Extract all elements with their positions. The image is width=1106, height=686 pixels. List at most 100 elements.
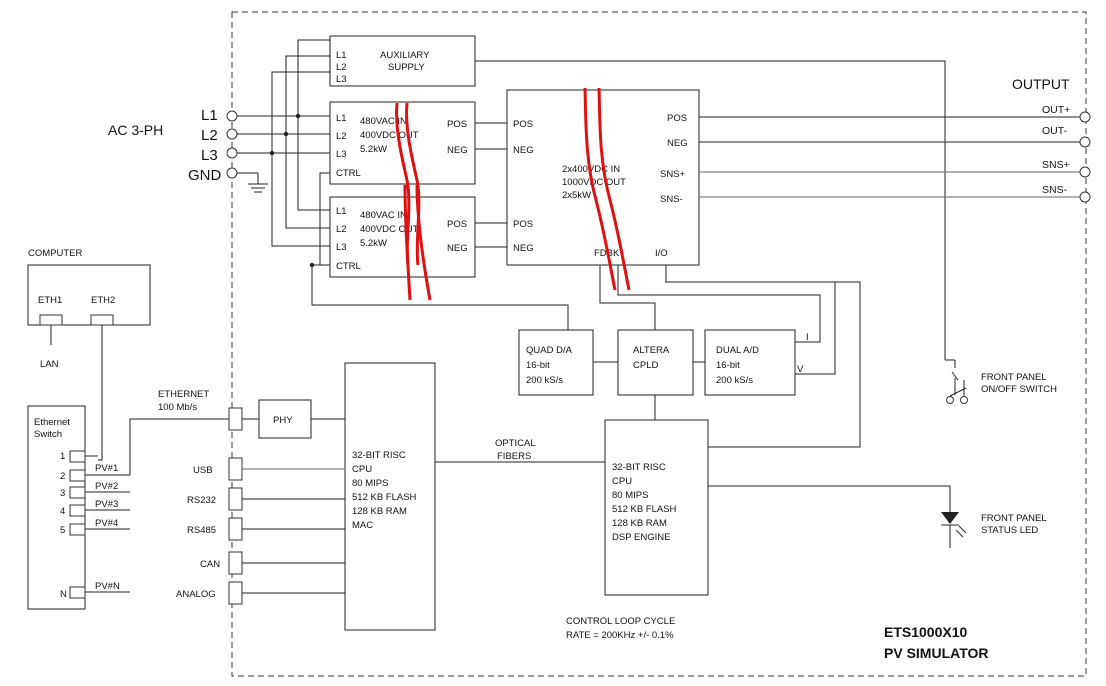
svg-text:400VDC OUT: 400VDC OUT [360, 224, 419, 235]
svg-text:4: 4 [60, 506, 65, 517]
aux-output-line [475, 60, 946, 360]
svg-text:16-bit: 16-bit [716, 360, 740, 371]
svg-text:L3: L3 [336, 242, 347, 253]
svg-text:NEG: NEG [447, 145, 468, 156]
svg-text:CTRL: CTRL [336, 168, 361, 179]
altera-cpld-box: ALTERA CPLD [617, 329, 694, 396]
pv2-label: PV#2 [95, 481, 118, 492]
svg-text:NEG: NEG [447, 243, 468, 254]
svg-text:ETH1: ETH1 [38, 295, 62, 306]
l2-label: L2 [201, 127, 218, 144]
svg-text:80 MIPS: 80 MIPS [352, 478, 388, 489]
rectifier-1-box: L1 L2 L3 CTRL 480VAC IN 400VDC OUT 5.2kW… [329, 101, 476, 185]
on-off-switch-symbol [945, 359, 968, 404]
pv1-label: PV#1 [95, 463, 118, 474]
pvn-label: PV#N [95, 581, 120, 592]
svg-text:128 KB RAM: 128 KB RAM [352, 506, 407, 517]
svg-text:32-BIT RISC: 32-BIT RISC [352, 450, 406, 461]
product-subtitle: PV SIMULATOR [884, 645, 989, 661]
can-label: CAN [200, 559, 220, 570]
l3-label: L3 [201, 147, 218, 164]
phy-box: PHY [258, 399, 312, 439]
product-name: ETS1000X10 [884, 624, 967, 640]
svg-text:DSP ENGINE: DSP ENGINE [612, 532, 670, 543]
svg-text:200 kS/s: 200 kS/s [716, 375, 753, 386]
control-loop-line-2: RATE = 200KHz +/- 0.1% [566, 630, 674, 641]
computer-box: ETH1 ETH2 [27, 264, 151, 326]
enclosure-border [231, 11, 1087, 677]
switch-label-1: FRONT PANEL [981, 372, 1047, 383]
svg-text:L3: L3 [336, 149, 347, 160]
svg-text:ETH2: ETH2 [91, 295, 115, 306]
svg-text:2: 2 [60, 471, 65, 482]
svg-text:512 KB FLASH: 512 KB FLASH [352, 492, 417, 503]
svg-text:MAC: MAC [352, 520, 373, 531]
output-out-plus: OUT+ [1042, 104, 1070, 116]
svg-text:POS: POS [513, 119, 533, 130]
svg-text:DUAL A/D: DUAL A/D [716, 345, 759, 356]
input-terminals [226, 110, 238, 179]
svg-text:L1: L1 [336, 206, 347, 217]
svg-text:200 kS/s: 200 kS/s [526, 375, 563, 386]
svg-text:L3: L3 [336, 74, 347, 85]
svg-text:POS: POS [447, 219, 467, 230]
svg-text:CPU: CPU [352, 464, 372, 475]
svg-text:N: N [60, 589, 67, 600]
svg-text:NEG: NEG [667, 138, 688, 149]
svg-text:L2: L2 [336, 62, 347, 73]
dsp-cpu-box: 32-BIT RISC CPU 80 MIPS 512 KB FLASH 128… [604, 419, 709, 596]
output-sns-plus: SNS+ [1042, 159, 1070, 171]
feedback-wiring [593, 265, 861, 448]
i-signal-label: I [806, 332, 809, 343]
svg-text:L2: L2 [336, 131, 347, 142]
svg-text:16-bit: 16-bit [526, 360, 550, 371]
rectifier-2-box: L1 L2 L3 CTRL 480VAC IN 400VDC OUT 5.2kW… [329, 196, 476, 278]
svg-text:5.2kW: 5.2kW [360, 144, 387, 155]
interface-ports [228, 407, 345, 605]
svg-text:400VDC OUT: 400VDC OUT [360, 130, 419, 141]
svg-text:128 KB RAM: 128 KB RAM [612, 518, 667, 529]
gnd-label: GND [188, 167, 222, 184]
svg-text:1000VDC OUT: 1000VDC OUT [562, 177, 626, 188]
output-wiring [699, 111, 1091, 203]
mac-cpu-box: 32-BIT RISC CPU 80 MIPS 512 KB FLASH 128… [344, 362, 436, 631]
svg-text:SNS-: SNS- [660, 194, 683, 205]
svg-text:Switch: Switch [34, 429, 62, 440]
svg-text:CPLD: CPLD [633, 360, 658, 371]
dcdc-converter-box: POS NEG POS NEG 2x400VDC IN 1000VDC OUT … [506, 89, 700, 266]
svg-text:QUAD D/A: QUAD D/A [526, 345, 573, 356]
analog-label: ANALOG [176, 589, 216, 600]
svg-text:480VAC IN: 480VAC IN [360, 116, 407, 127]
usb-label: USB [193, 465, 213, 476]
svg-text:SUPPLY: SUPPLY [388, 62, 425, 73]
svg-text:NEG: NEG [513, 243, 534, 254]
computer-title: COMPUTER [28, 248, 83, 259]
switch-label-2: ON/OFF SWITCH [981, 384, 1057, 395]
svg-text:SNS+: SNS+ [660, 169, 686, 180]
led-label-2: STATUS LED [981, 525, 1038, 536]
pv4-label: PV#4 [95, 518, 118, 529]
output-sns-minus: SNS- [1042, 184, 1068, 196]
svg-text:CTRL: CTRL [336, 261, 361, 272]
svg-text:L2: L2 [336, 224, 347, 235]
svg-text:POS: POS [447, 119, 467, 130]
svg-text:ALTERA: ALTERA [633, 345, 670, 356]
svg-text:L1: L1 [336, 50, 347, 61]
svg-text:5: 5 [60, 525, 65, 536]
dc-bus-wiring [475, 122, 508, 248]
pv3-label: PV#3 [95, 499, 118, 510]
rs485-label: RS485 [187, 525, 216, 536]
svg-text:1: 1 [60, 451, 65, 462]
ac-label: AC 3-PH [108, 122, 163, 138]
switch-port-wiring [85, 418, 229, 593]
svg-text:2x5kW: 2x5kW [562, 190, 591, 201]
optical-label-1: OPTICAL [495, 438, 536, 449]
svg-text:Ethernet: Ethernet [34, 417, 70, 428]
ethernet-label-1: ETHERNET [158, 389, 209, 400]
optical-label-2: FIBERS [497, 451, 531, 462]
ethernet-switch-box: Ethernet Switch 1 2 3 4 5 N [27, 405, 86, 610]
svg-text:CPU: CPU [612, 476, 632, 487]
svg-text:I/O: I/O [655, 248, 668, 259]
output-label: OUTPUT [1012, 76, 1070, 92]
